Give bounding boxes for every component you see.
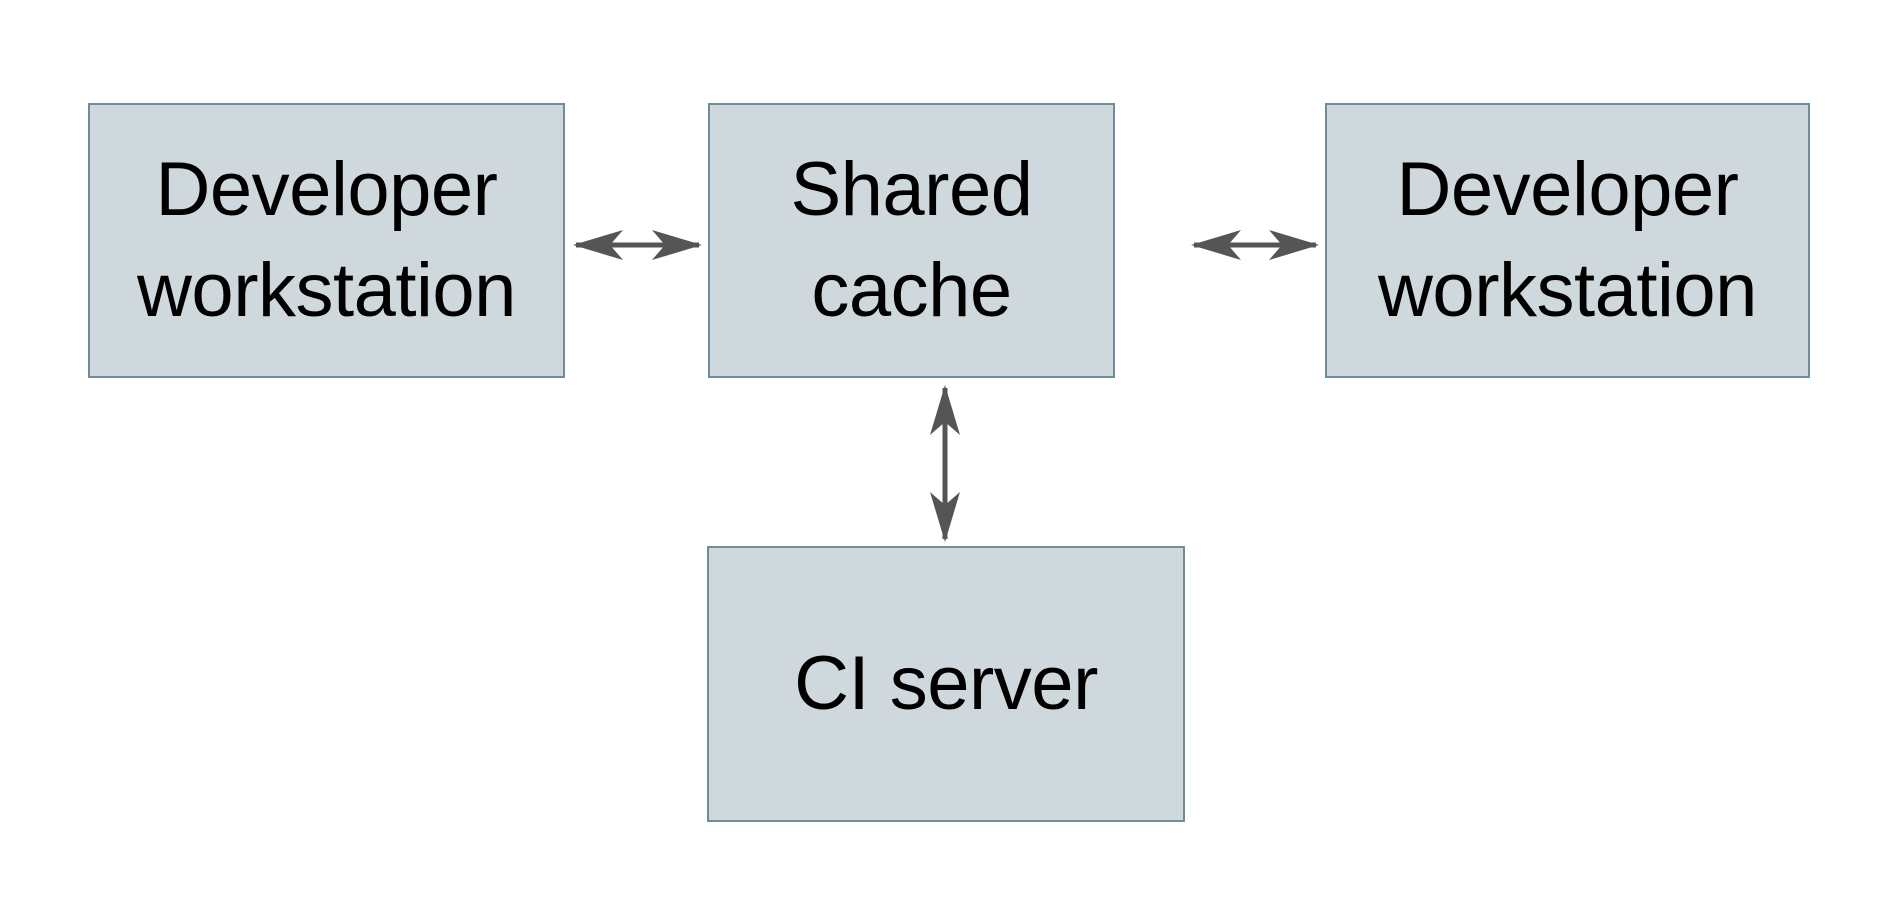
node-ci-server[interactable]: CI server xyxy=(707,546,1185,822)
node-label: Developer workstation xyxy=(137,147,516,333)
edge-developer-workstation-left-to-shared-cache[interactable] xyxy=(560,205,715,285)
node-label: CI server xyxy=(794,640,1098,726)
node-shared-cache[interactable]: Shared cache xyxy=(708,103,1115,378)
node-label: Developer workstation xyxy=(1378,147,1757,333)
node-developer-workstation-right[interactable]: Developer workstation xyxy=(1325,103,1810,378)
edge-shared-cache-to-developer-workstation-right[interactable] xyxy=(1110,205,1332,285)
node-developer-workstation-left[interactable]: Developer workstation xyxy=(88,103,565,378)
edge-shared-cache-to-ci-server[interactable] xyxy=(905,372,985,554)
node-label: Shared cache xyxy=(790,147,1033,333)
